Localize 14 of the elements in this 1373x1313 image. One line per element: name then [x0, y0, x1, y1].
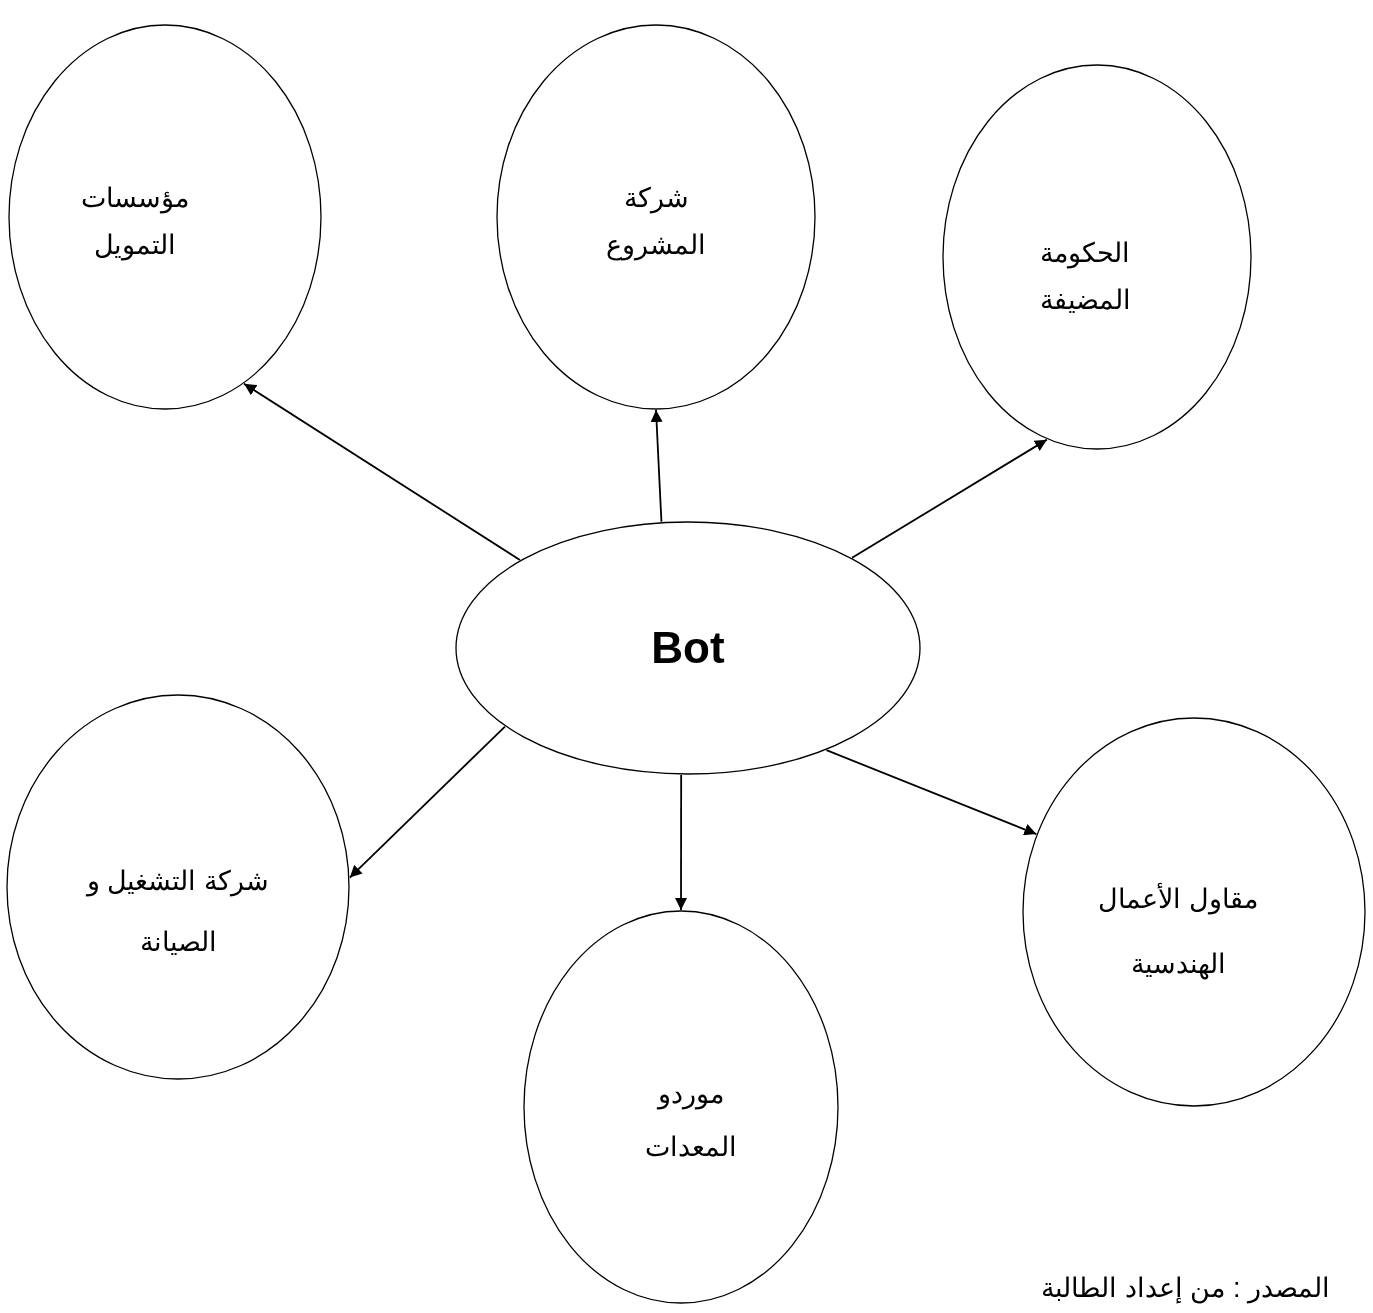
arrow: [825, 749, 1038, 836]
arrow: [650, 409, 663, 523]
node-label: موردو المعدات: [644, 1078, 738, 1164]
arrow: [851, 438, 1048, 559]
source-note: المصدر : من إعداد الطالبة: [1041, 1272, 1330, 1304]
node-label: شركة التشغيل و الصيانة: [85, 865, 270, 959]
node-label: الحكومة المضيفة: [1038, 236, 1132, 317]
node-label: مقاول الأعمال الهندسية: [1097, 881, 1259, 982]
arrow: [675, 774, 687, 911]
node-label: مؤسسات التمويل: [80, 181, 190, 263]
arrow: [243, 382, 521, 561]
arrow: [348, 725, 506, 879]
node-label: شركة المشروع: [605, 181, 707, 263]
node-label: Bot: [650, 622, 726, 675]
